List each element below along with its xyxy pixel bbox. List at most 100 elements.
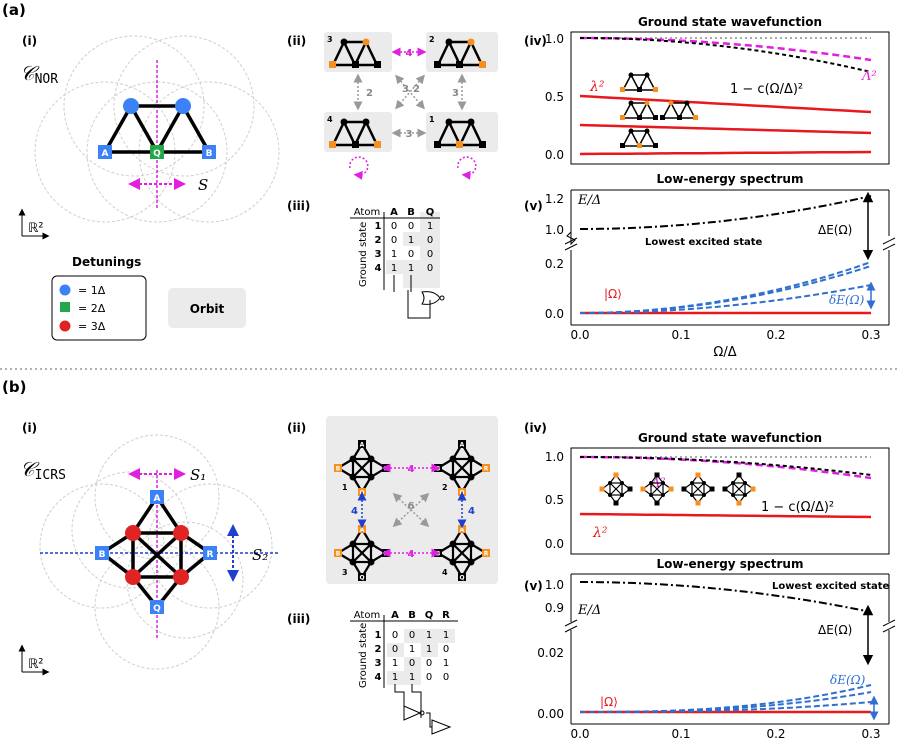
svg-text:0.5: 0.5 xyxy=(545,493,564,507)
svg-text:1: 1 xyxy=(408,235,414,246)
svg-text:1: 1 xyxy=(392,658,398,669)
b-atom-red-1 xyxy=(125,525,141,541)
svg-text:1: 1 xyxy=(409,672,415,683)
svg-text:4: 4 xyxy=(406,48,413,59)
label-b-i: (i) xyxy=(22,421,37,435)
svg-text:2: 2 xyxy=(413,84,420,95)
svg-text:0: 0 xyxy=(426,658,432,669)
svg-text:Q: Q xyxy=(426,207,435,218)
svg-text:A: A xyxy=(360,527,365,534)
b-symmetry-label-2: S₂ xyxy=(252,546,268,564)
svg-text:Q: Q xyxy=(359,490,364,497)
svg-text:4: 4 xyxy=(442,568,448,577)
b-iv-inset-graph xyxy=(722,472,756,506)
svg-text:R: R xyxy=(484,551,489,558)
b-plane-axes: ℝ² xyxy=(18,644,50,676)
b-v-title: Low-energy spectrum xyxy=(657,557,804,571)
svg-text:B: B xyxy=(408,610,416,621)
svg-text:1 − c(Ω/Δ)²: 1 − c(Ω/Δ)² xyxy=(730,82,803,97)
svg-text:Atom: Atom xyxy=(354,610,380,621)
svg-text:3: 3 xyxy=(327,35,333,44)
b-atom-A xyxy=(150,490,164,504)
b-v-plot: 1.0 0.9 0.02 0.00 E/Δ Lowest excited sta… xyxy=(537,573,896,741)
svg-text:0.2: 0.2 xyxy=(766,328,785,342)
b-iii-table: Atom A B Q R Ground state 1 0 0 1 1 2 0 … xyxy=(350,610,458,735)
svg-text:0.1: 0.1 xyxy=(671,727,690,741)
b-iv-lambda2 xyxy=(579,512,872,519)
svg-text:0.0: 0.0 xyxy=(545,307,564,321)
svg-text:Lowest excited state: Lowest excited state xyxy=(772,581,890,592)
svg-text:A: A xyxy=(460,442,465,449)
svg-text:1: 1 xyxy=(443,658,449,669)
a-iv-lambda2-1 xyxy=(579,94,872,114)
a-legend-text-3: = 3Δ xyxy=(78,320,106,333)
a-graph xyxy=(103,104,211,154)
svg-text:3: 3 xyxy=(342,568,348,577)
svg-text:4: 4 xyxy=(375,263,382,274)
svg-text:1 − c(Ω/Δ)²: 1 − c(Ω/Δ)² xyxy=(761,500,834,515)
svg-text:0: 0 xyxy=(426,672,432,683)
a-atom-B xyxy=(202,145,216,159)
a-orbit-label: Orbit xyxy=(190,302,225,316)
label-b-v: (v) xyxy=(524,579,543,593)
svg-text:0: 0 xyxy=(427,263,433,274)
a-blockade-circles xyxy=(34,35,280,223)
label-b-iv: (iv) xyxy=(524,421,547,435)
a-v-blue-3 xyxy=(580,284,872,314)
svg-text:4: 4 xyxy=(351,506,358,517)
svg-text:1: 1 xyxy=(443,630,449,641)
a-atom-top-right xyxy=(175,98,191,114)
svg-text:R: R xyxy=(484,466,489,473)
svg-text:0.0: 0.0 xyxy=(570,727,589,741)
b-v-excited xyxy=(580,581,872,613)
svg-text:B: B xyxy=(99,550,106,560)
svg-text:3: 3 xyxy=(406,129,413,140)
svg-text:ℝ²: ℝ² xyxy=(28,657,44,672)
svg-text:0.00: 0.00 xyxy=(537,707,564,721)
label-a-iv: (iv) xyxy=(524,34,547,48)
svg-text:0.02: 0.02 xyxy=(537,646,564,660)
svg-text:0: 0 xyxy=(392,644,398,655)
svg-text:E/Δ: E/Δ xyxy=(577,193,601,208)
svg-text:3: 3 xyxy=(375,658,382,669)
b-iv-title: Ground state wavefunction xyxy=(638,431,822,445)
svg-text:0.1: 0.1 xyxy=(671,328,690,342)
svg-text:B: B xyxy=(407,207,415,218)
a-legend-text-1: = 1Δ xyxy=(78,284,106,297)
svg-text:Q: Q xyxy=(153,604,161,614)
label-a: (a) xyxy=(2,1,26,19)
svg-text:0: 0 xyxy=(443,672,449,683)
svg-text:1: 1 xyxy=(391,249,397,260)
svg-text:A: A xyxy=(460,527,465,534)
svg-text:B: B xyxy=(336,551,341,558)
svg-text:0: 0 xyxy=(427,249,433,260)
svg-text:2: 2 xyxy=(375,644,382,655)
b-atom-R xyxy=(203,546,217,560)
svg-text:Q: Q xyxy=(459,490,464,497)
svg-text:R: R xyxy=(442,610,450,621)
svg-text:|Ω⟩: |Ω⟩ xyxy=(600,695,618,709)
svg-text:1: 1 xyxy=(408,263,414,274)
a-symmetry-label: S xyxy=(198,176,208,194)
b-iv-inset-graph xyxy=(681,472,715,506)
svg-text:1: 1 xyxy=(391,263,397,274)
b-iv-inset-graph xyxy=(640,472,674,506)
b-atom-red-3 xyxy=(125,569,141,585)
svg-text:2: 2 xyxy=(366,88,373,99)
a-iv-Lambda2 xyxy=(580,36,872,62)
a-ii-state-graph: 3 2 4 1 4 2 3 3 2 3 xyxy=(324,32,498,180)
b-symmetry-label-1: S₁ xyxy=(190,466,206,484)
svg-text:0: 0 xyxy=(392,630,398,641)
svg-text:0: 0 xyxy=(408,221,414,232)
a-legend-green xyxy=(60,302,70,312)
svg-text:Ground state: Ground state xyxy=(358,222,369,287)
svg-text:A: A xyxy=(391,610,399,621)
svg-text:3: 3 xyxy=(375,249,382,260)
svg-text:Ground state: Ground state xyxy=(358,623,369,688)
label-a-ii: (ii) xyxy=(287,34,306,48)
b-atom-red-2 xyxy=(173,525,189,541)
b-graph xyxy=(100,496,212,609)
